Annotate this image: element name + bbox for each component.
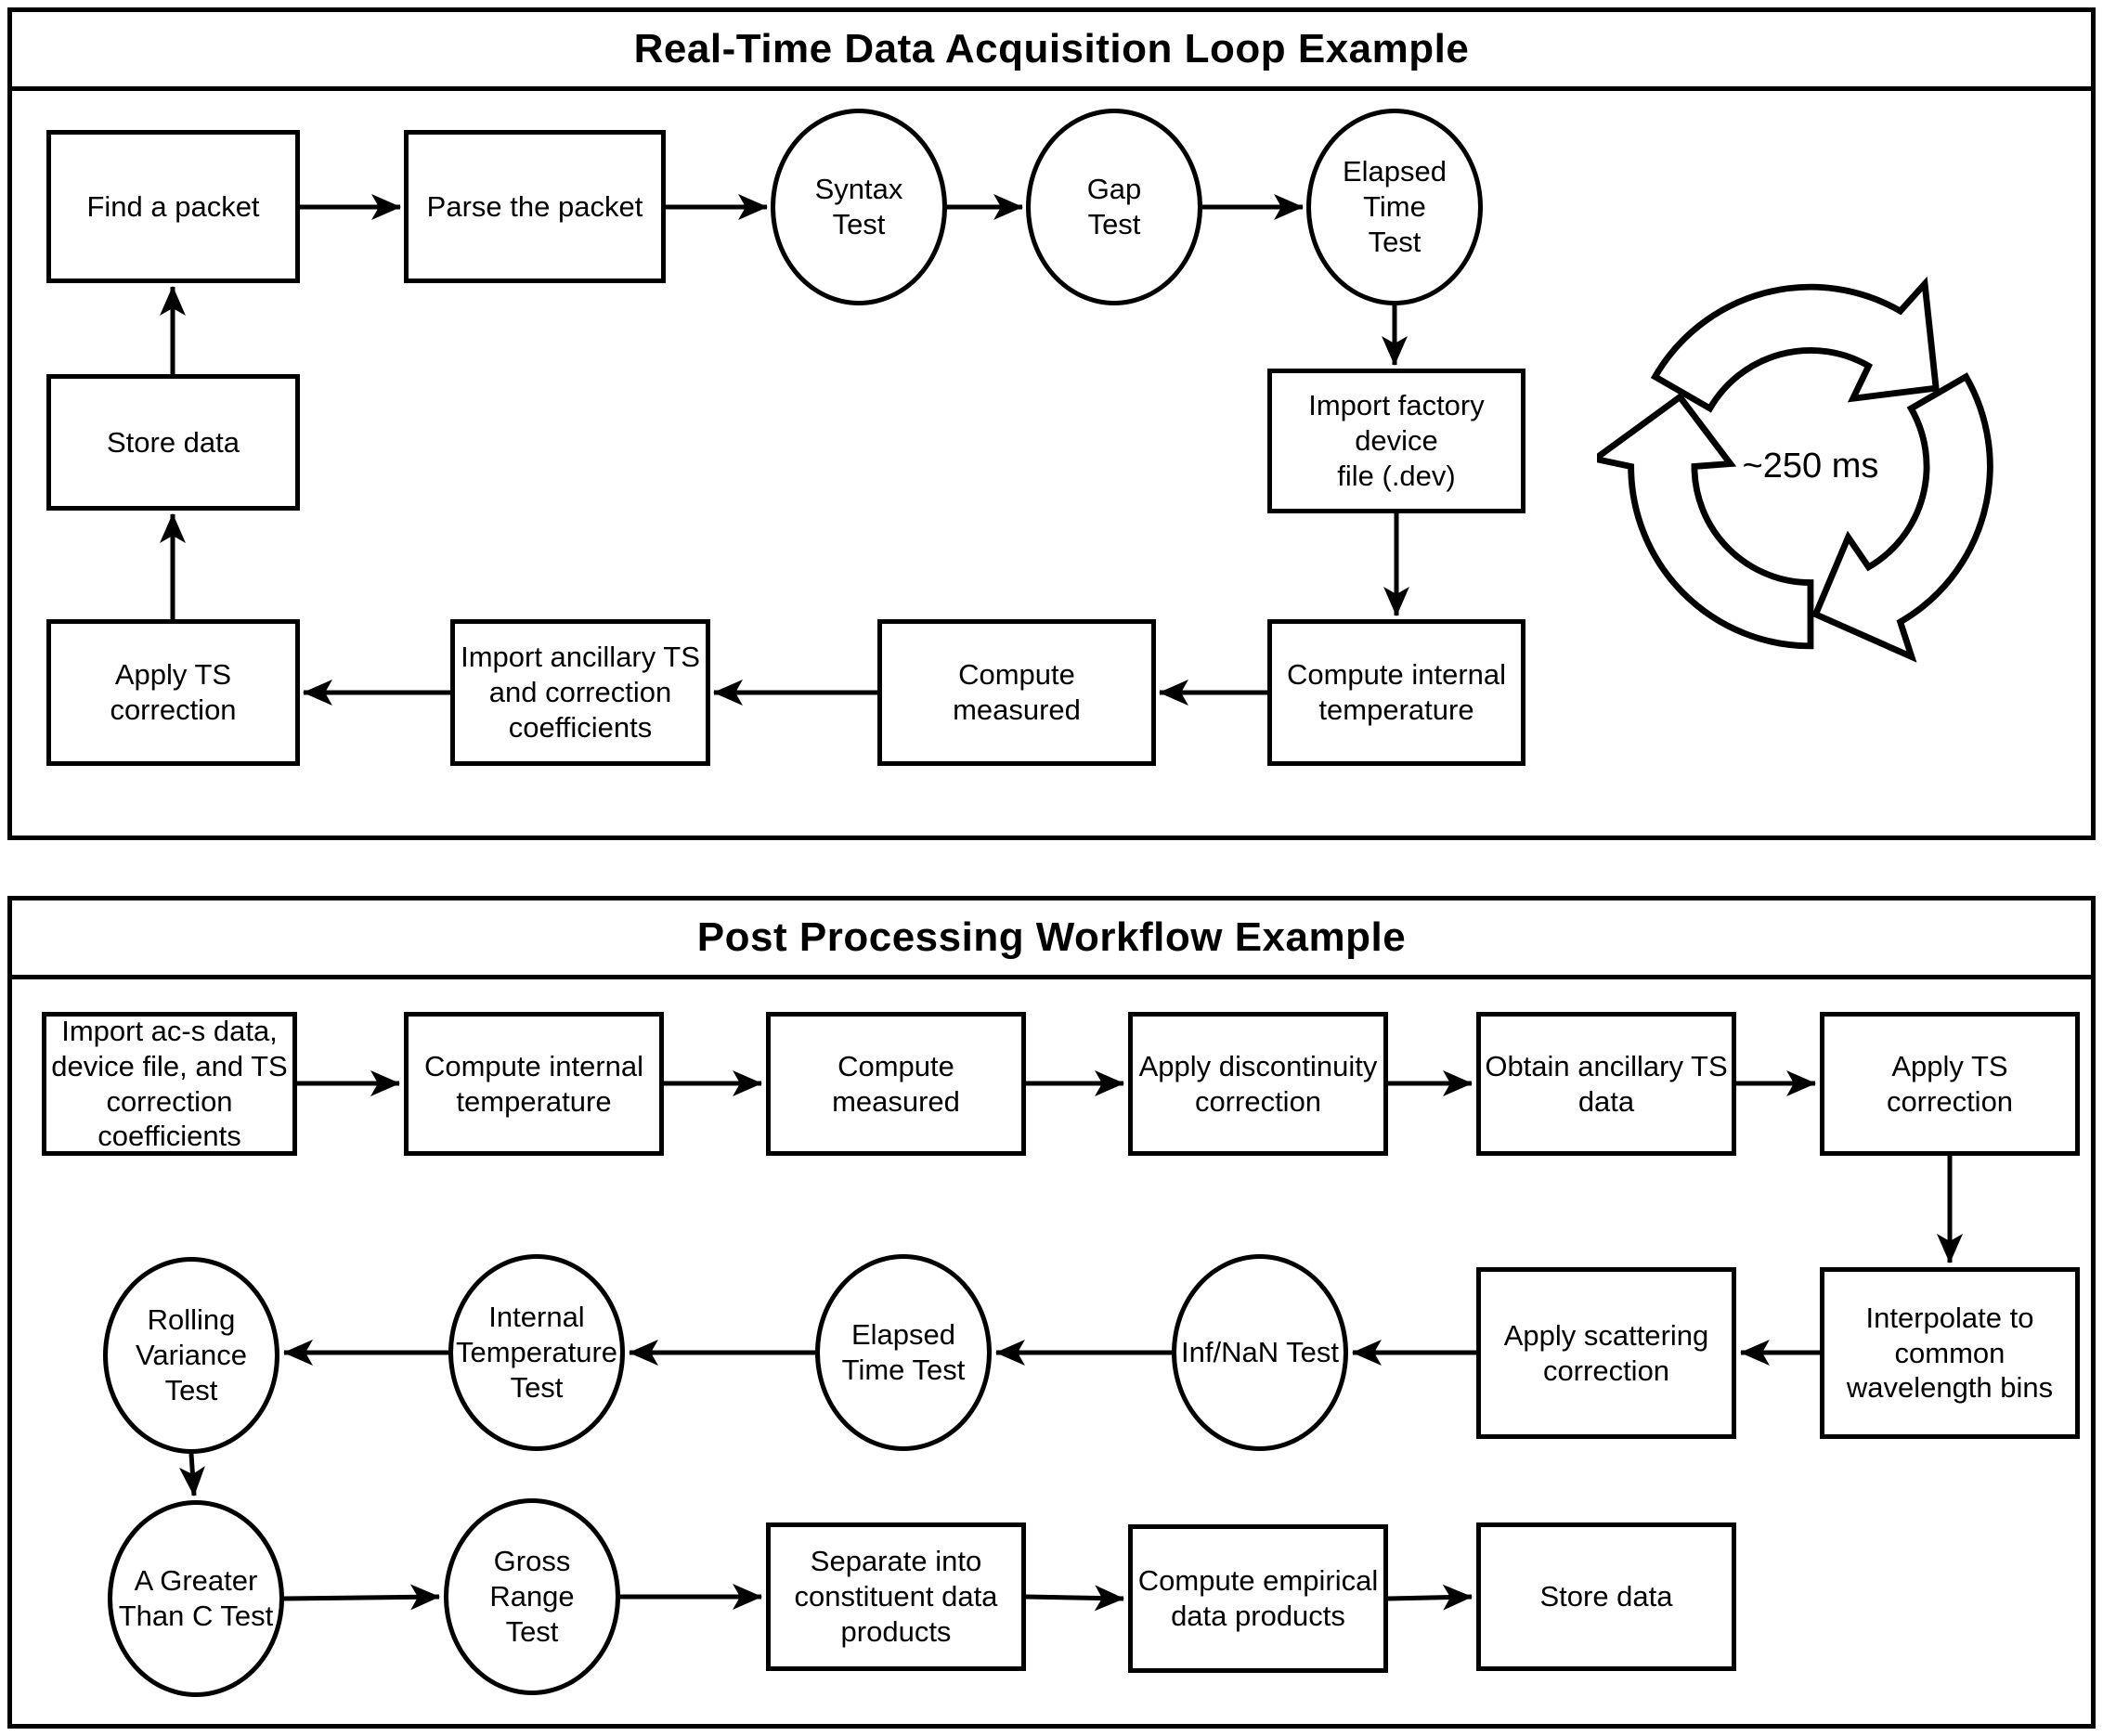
node-label: Import ac-s data, device file, and TS co…	[51, 1014, 288, 1153]
arrow-rollingvariance-to-agreater	[178, 1453, 205, 1496]
node-label: Apply scattering correction	[1503, 1318, 1709, 1387]
arrow-agreater-to-grossrange	[283, 1584, 440, 1611]
node-label: Store data	[106, 425, 240, 459]
node-store-data: Store data	[46, 374, 300, 511]
node-import-factory-device-file: Import factory device file (.dev)	[1267, 369, 1525, 513]
node-import-acs-data: Import ac-s data, device file, and TS co…	[42, 1012, 297, 1156]
connector-arrows	[178, 1070, 1963, 1612]
node-compute-internal-temperature: Compute internal temperature	[404, 1012, 664, 1156]
node-apply-discontinuity-correction: Apply discontinuity correction	[1128, 1012, 1388, 1156]
node-compute-measured: Compute measured	[766, 1012, 1026, 1156]
node-interpolate-wavelength-bins: Interpolate to common wavelength bins	[1820, 1267, 2080, 1439]
node-label: Apply TS correction	[1886, 1049, 2014, 1118]
node-rolling-variance-test: Rolling Variance Test	[103, 1257, 279, 1454]
node-label: Inf/NaN Test	[1180, 1336, 1339, 1369]
node-elapsed-time-test: Elapsed Time Test	[815, 1254, 992, 1451]
node-label: Rolling Variance Test	[135, 1303, 248, 1406]
node-gap-test: Gap Test	[1026, 109, 1202, 305]
node-label: Apply TS correction	[110, 658, 237, 726]
node-label: A Greater Than C Test	[118, 1564, 274, 1632]
node-label: Gap Test	[1086, 173, 1142, 240]
node-label: Store data	[1539, 1580, 1673, 1613]
node-apply-ts-correction: Apply TS correction	[46, 619, 300, 766]
node-label: Interpolate to common wavelength bins	[1846, 1301, 2054, 1405]
node-label: Elapsed Time Test	[841, 1318, 966, 1386]
cycle-duration-label: ~250 ms	[1742, 447, 1879, 486]
node-label: Find a packet	[86, 189, 260, 223]
node-compute-internal-temperature: Compute internal temperature	[1267, 619, 1525, 766]
node-label: Elapsed Time Test	[1342, 155, 1447, 258]
node-gross-range-test: Gross Range Test	[444, 1498, 620, 1695]
node-compute-empirical-products: Compute empirical data products	[1128, 1524, 1388, 1673]
node-inf-nan-test: Inf/NaN Test	[1172, 1254, 1348, 1451]
node-apply-scattering-correction: Apply scattering correction	[1476, 1267, 1736, 1439]
node-compute-measured: Compute measured	[877, 619, 1156, 766]
node-label: Compute empirical data products	[1137, 1564, 1379, 1632]
node-internal-temperature-test: Internal Temperature Test	[448, 1254, 625, 1451]
node-label: Compute internal temperature	[1286, 658, 1507, 726]
arrow-separate-to-empirical	[1025, 1585, 1124, 1612]
node-a-greater-than-c-test: A Greater Than C Test	[108, 1500, 284, 1697]
panel-title: Real-Time Data Acquisition Loop Example	[12, 12, 2091, 91]
node-label: Compute measured	[953, 658, 1081, 726]
realtime-loop-panel: Real-Time Data Acquisition Loop Example …	[7, 7, 2096, 840]
node-label: Apply discontinuity correction	[1138, 1049, 1378, 1118]
panel-title: Post Processing Workflow Example	[12, 900, 2091, 979]
node-parse-the-packet: Parse the packet	[404, 130, 666, 283]
node-label: Separate into constituent data products	[794, 1545, 998, 1648]
node-find-a-packet: Find a packet	[46, 130, 300, 283]
node-separate-constituent-products: Separate into constituent data products	[766, 1522, 1026, 1671]
cycle-arrows-icon	[1597, 276, 1993, 663]
node-label: Compute measured	[832, 1049, 960, 1118]
node-label: Import ancillary TS and correction coeff…	[461, 641, 700, 744]
node-obtain-ancillary-ts-data: Obtain ancillary TS data	[1476, 1012, 1736, 1156]
node-import-ancillary-ts: Import ancillary TS and correction coeff…	[450, 619, 710, 766]
node-label: Compute internal temperature	[423, 1049, 644, 1118]
node-apply-ts-correction: Apply TS correction	[1820, 1012, 2080, 1156]
connector-arrows	[160, 194, 1409, 706]
node-elapsed-time-test: Elapsed Time Test	[1306, 109, 1483, 305]
node-label: Syntax Test	[814, 173, 903, 240]
post-processing-panel: Post Processing Workflow Example	[7, 896, 2096, 1729]
node-syntax-test: Syntax Test	[771, 109, 947, 305]
node-store-data: Store data	[1476, 1522, 1736, 1671]
node-label: Obtain ancillary TS data	[1485, 1049, 1728, 1118]
node-label: Gross Range Test	[489, 1545, 575, 1648]
node-label: Parse the packet	[426, 189, 643, 223]
node-label: Import factory device file (.dev)	[1308, 389, 1485, 492]
arrow-empirical-to-storedata	[1387, 1584, 1473, 1611]
node-label: Internal Temperature Test	[455, 1301, 618, 1404]
